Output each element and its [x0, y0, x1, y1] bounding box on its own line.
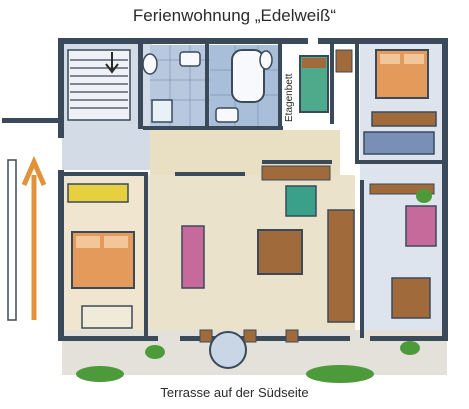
pillow-4-icon — [104, 236, 128, 248]
wall-living-top — [175, 172, 245, 176]
wall-bedroom-top — [64, 172, 144, 176]
outer-wall-right — [442, 38, 448, 338]
shower-icon — [151, 99, 173, 123]
wall-bedroom1 — [144, 172, 148, 336]
plan-title: Ferienwohnung „Edelweiß“ — [132, 6, 337, 25]
plant-5-icon — [416, 189, 432, 203]
bunk-room-cabinet — [335, 49, 353, 73]
plant-3-icon — [306, 365, 374, 383]
teal-cabinet — [285, 185, 317, 217]
plant-2-icon — [145, 345, 165, 359]
desk-right — [391, 277, 431, 319]
floor-wash-living — [150, 175, 355, 340]
wall-kitchen-top — [262, 160, 332, 164]
wall-bunk — [330, 44, 334, 124]
kitchen-shelf — [261, 165, 331, 181]
plant-1-icon — [76, 366, 124, 382]
round-table — [209, 331, 247, 369]
wall-bath1 — [205, 44, 209, 129]
pillow-3-icon — [76, 236, 100, 248]
plant-4-icon — [400, 341, 420, 355]
bunk-room-label: Etagenbett — [284, 73, 295, 122]
wall-stair — [138, 44, 143, 129]
entrance-arrow-icon — [21, 155, 47, 320]
wall-bathroom-bottom — [143, 126, 283, 130]
toilet-icon — [142, 53, 158, 75]
wardrobe-top-right — [371, 111, 437, 127]
yellow-sofa — [67, 183, 129, 203]
outer-wall-left-upper — [58, 38, 64, 138]
bunk-bed-frame — [302, 58, 326, 68]
bathtub-icon — [231, 49, 265, 103]
washbasin-2-icon — [215, 107, 239, 123]
wall-right-wing — [355, 44, 359, 164]
terrace-chair-3 — [285, 329, 299, 343]
terrace-chair-1 — [199, 329, 213, 343]
desk-left — [81, 305, 133, 329]
entrance-wall — [2, 118, 62, 123]
terrace-chair-2 — [243, 329, 257, 343]
outer-wall-left-lower — [58, 170, 64, 340]
terrace-caption: Terrasse auf der Südseite — [160, 385, 309, 400]
pillow-1-icon — [380, 54, 400, 64]
wall-right-living — [360, 180, 364, 338]
outer-wall-top-left — [58, 38, 308, 44]
pink-armchair — [405, 205, 437, 247]
wall-right-bedroom — [358, 160, 443, 164]
kitchen-counter — [327, 209, 355, 323]
toilet-2-icon — [259, 50, 273, 70]
bed-side-right — [363, 131, 435, 155]
outer-wall-bottom-mid — [180, 336, 350, 341]
stair-arrow-icon — [105, 52, 119, 74]
pink-sofa — [181, 225, 205, 289]
pillow-2-icon — [404, 54, 424, 64]
washbasin-1-icon — [179, 51, 201, 67]
outer-wall-bottom-right — [370, 336, 448, 341]
wall-bath2 — [278, 44, 282, 129]
bench-right — [369, 183, 435, 195]
entrance-path — [7, 159, 17, 321]
outer-wall-top-right — [318, 38, 448, 44]
outer-wall-bottom-left — [58, 336, 158, 341]
dining-table — [257, 229, 303, 275]
